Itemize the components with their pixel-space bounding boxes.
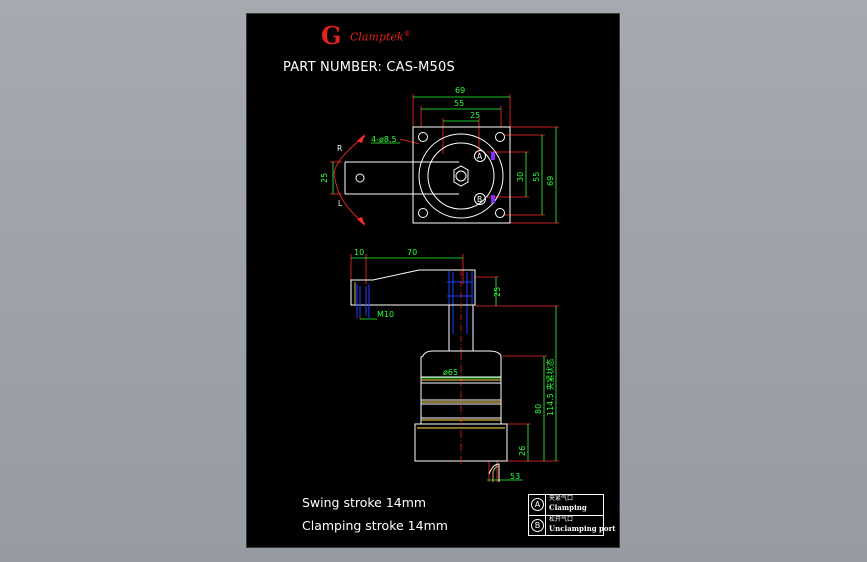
port-markers bbox=[491, 152, 495, 203]
port-b-label: B bbox=[477, 195, 482, 204]
swing-stroke-note: Swing stroke 14mm bbox=[302, 495, 427, 510]
top-view-dimension-lines bbox=[332, 96, 557, 223]
rotation-left-label: L bbox=[338, 199, 343, 208]
dim-arm-height: 25 bbox=[493, 287, 502, 297]
port-a-label: A bbox=[477, 152, 483, 161]
legend-b-chinese: 松开气口 bbox=[549, 516, 574, 523]
dim-arm-width: 25 bbox=[320, 173, 329, 183]
dim-base-height: 26 bbox=[518, 446, 527, 456]
legend-row-b: B 松开气口 Unclamping port bbox=[529, 515, 616, 536]
clamp-arm bbox=[350, 269, 476, 306]
dim-total-height: 114.5 夹紧状态 bbox=[545, 359, 555, 416]
legend-key-a: A bbox=[529, 495, 546, 515]
body-circle bbox=[418, 133, 504, 219]
dim-body-dia: ø65 bbox=[443, 368, 458, 377]
legend-key-b: B bbox=[529, 516, 546, 536]
top-view-outline bbox=[344, 126, 511, 224]
port-legend: A 夹紧气口 Clamping B 松开气口 Unclamping port bbox=[528, 494, 616, 536]
legend-a-label: Clamping bbox=[549, 503, 587, 512]
drawing-sheet: G Clamptek® PART NUMBER: CAS-M50S bbox=[246, 13, 620, 548]
legend-b-label: Unclamping port bbox=[549, 524, 616, 533]
dim-holes: 4-ø8.5 bbox=[371, 135, 397, 144]
side-view: 10 70 25 M10 ø65 80 114.5 夹紧状态 26 53 bbox=[350, 248, 559, 482]
dim-arm-length: 70 bbox=[407, 248, 417, 257]
arm-outline bbox=[344, 161, 459, 195]
dim-width-mid: 55 bbox=[454, 99, 464, 108]
technical-drawing: 69 55 25 4-ø8.5 69 55 30 25 R L bbox=[320, 86, 559, 482]
port-labels: A B bbox=[477, 152, 483, 204]
bottom-port bbox=[488, 463, 500, 482]
part-number: PART NUMBER: CAS-M50S bbox=[283, 60, 455, 75]
bottom-port-accent bbox=[492, 465, 500, 482]
legend-key-a-text: A bbox=[531, 498, 544, 511]
brand-logo-letter: G bbox=[321, 21, 342, 50]
dim-width-outer: 69 bbox=[455, 86, 465, 95]
dim-body-height: 80 bbox=[534, 404, 543, 414]
side-view-extension-lines bbox=[350, 254, 559, 482]
dim-arm-tip: 10 bbox=[354, 248, 364, 257]
legend-row-a: A 夹紧气口 Clamping bbox=[529, 495, 603, 515]
dim-height-mid: 55 bbox=[532, 172, 541, 182]
legend-a-chinese: 夹紧气口 bbox=[549, 495, 574, 502]
side-view-dimension-text: 10 70 25 M10 ø65 80 114.5 夹紧状态 26 53 bbox=[354, 248, 555, 481]
dim-width-inner: 25 bbox=[470, 111, 480, 120]
legend-key-b-text: B bbox=[531, 519, 544, 532]
dim-height-inner: 30 bbox=[516, 172, 525, 182]
flange-square bbox=[412, 126, 511, 224]
dim-thread: M10 bbox=[377, 310, 394, 319]
rotation-arrows bbox=[357, 134, 365, 226]
cylinder-body bbox=[414, 350, 508, 464]
brand-name: Clamptek® bbox=[350, 30, 411, 44]
clamping-stroke-note: Clamping stroke 14mm bbox=[302, 518, 448, 533]
dim-height-outer: 69 bbox=[546, 176, 555, 186]
top-view: 69 55 25 4-ø8.5 69 55 30 25 R L bbox=[320, 86, 559, 226]
top-view-dimension-text: 69 55 25 4-ø8.5 69 55 30 25 R L bbox=[320, 86, 555, 208]
rotation-right-label: R bbox=[337, 144, 342, 153]
brand-name-text: Clamptek bbox=[350, 30, 404, 44]
body-bands bbox=[417, 379, 505, 429]
hidden-lines bbox=[356, 271, 473, 334]
dim-port-offset: 53 bbox=[510, 472, 520, 481]
brand-registered-mark: ® bbox=[403, 30, 411, 38]
